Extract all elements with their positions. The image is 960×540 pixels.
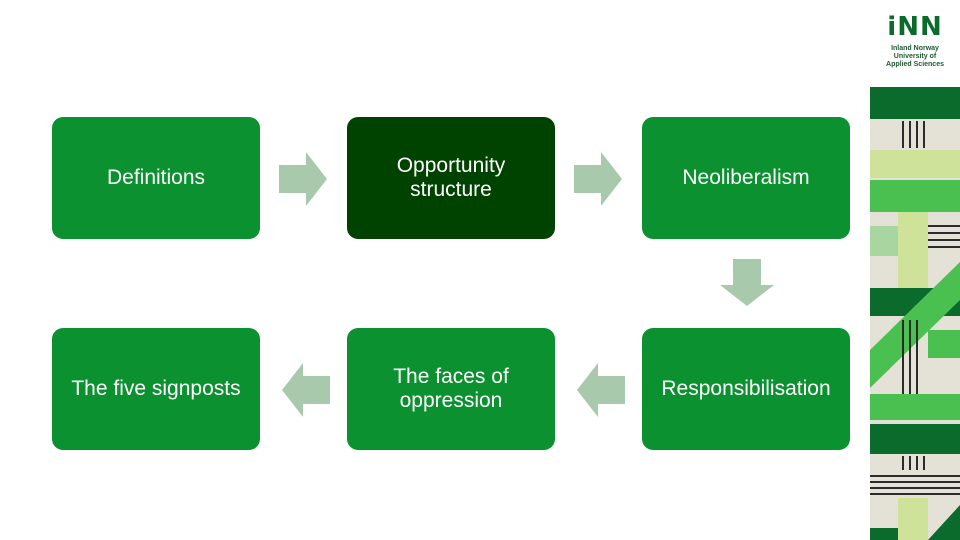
arrow-left-icon [577,363,625,417]
step-label: Neoliberalism [682,165,810,189]
logo-line: Inland Norway [891,45,939,52]
step-responsibilisation: Responsibilisation [642,328,850,450]
logo-mark: iNN [887,12,943,42]
step-label: Definitions [106,165,206,189]
step-faces-of-oppression: The faces of oppression [347,328,555,450]
step-label: The five signposts [71,376,241,400]
arrow-right-icon [279,152,327,206]
step-five-signposts: The five signposts [52,328,260,450]
step-label: Opportunity structure [396,153,506,201]
arrow-right-icon [574,152,622,206]
decorative-stripe-panel [870,0,960,540]
step-definitions: Definitions [52,117,260,239]
arrow-down-icon [720,259,774,306]
step-neoliberalism: Neoliberalism [642,117,850,239]
step-label: The faces of oppression [393,364,509,412]
step-opportunity-structure: Opportunity structure [347,117,555,239]
arrow-left-icon [282,363,330,417]
logo-text: Inland Norway University of Applied Scie… [886,45,944,69]
logo-line: Applied Sciences [886,61,944,68]
university-logo: iNN Inland Norway University of Applied … [870,0,960,87]
logo-line: University of [893,53,937,60]
step-label: Responsibilisation [661,376,831,400]
